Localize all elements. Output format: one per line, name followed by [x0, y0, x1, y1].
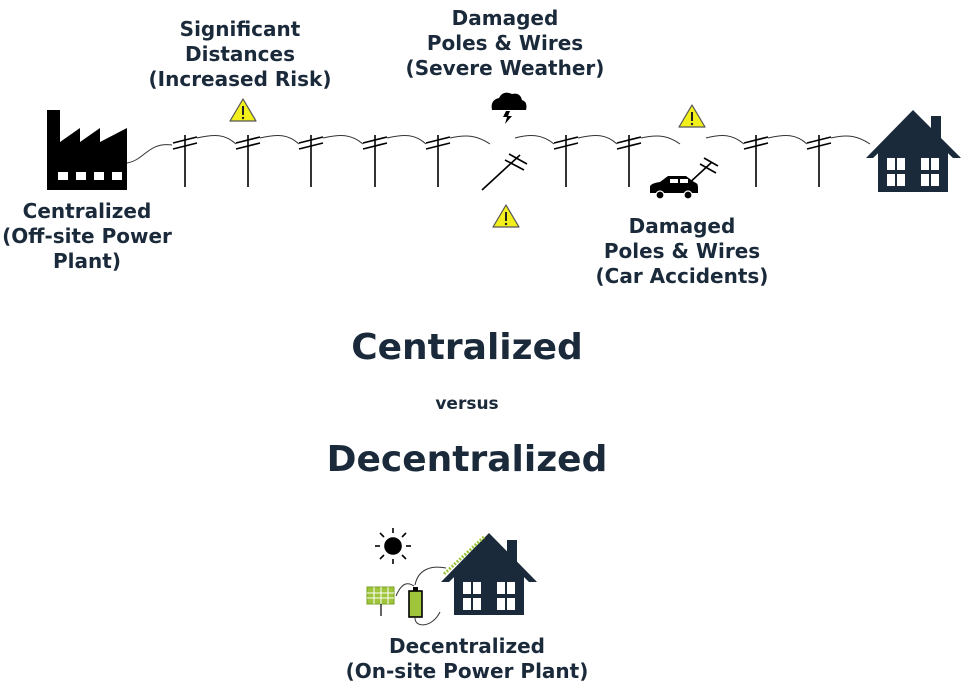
house-solar-icon [441, 533, 537, 615]
house-icon [866, 110, 961, 192]
label-damaged-weather: Damaged Poles & Wires (Severe Weather) [405, 6, 605, 80]
utility-pole-icon [172, 134, 832, 188]
sun-icon [375, 528, 411, 564]
label-decentralized-plant: Decentralized (On-site Power Plant) [345, 634, 589, 683]
label-damaged-car: Damaged Poles & Wires (Car Accidents) [595, 214, 769, 288]
label-significant-distances: Significant Distances (Increased Risk) [148, 17, 332, 91]
storm-cloud-icon [491, 92, 527, 124]
factory-icon [47, 110, 127, 190]
title-decentralized: Decentralized [326, 439, 608, 480]
title-centralized: Centralized [351, 327, 583, 368]
power-lines [196, 135, 871, 145]
battery-icon [408, 587, 423, 618]
car-icon [650, 176, 698, 200]
title-versus: versus [435, 394, 499, 414]
solar-panel-icon [366, 586, 395, 616]
label-centralized-plant: Centralized (Off-site Power Plant) [2, 199, 172, 273]
fallen-pole-icon [481, 153, 528, 191]
warning-icon [229, 98, 706, 228]
